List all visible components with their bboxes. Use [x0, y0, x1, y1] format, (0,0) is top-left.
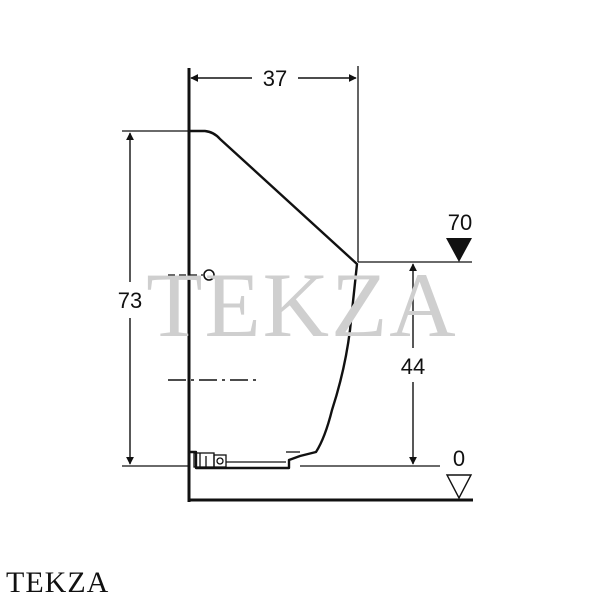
water-inlet	[168, 269, 215, 281]
level-marker-floor: 0	[445, 446, 473, 500]
level-marker-rim: 70	[446, 210, 472, 262]
height-value: 73	[118, 288, 142, 313]
width-value: 37	[263, 66, 287, 91]
rim-height-value: 44	[401, 354, 425, 379]
outline-triangle-icon	[445, 474, 473, 500]
filled-triangle-icon	[446, 238, 472, 262]
dimension-rim-height: 44	[300, 261, 472, 467]
waste-fitting	[193, 451, 300, 468]
watermark-text: TEKZA	[146, 254, 457, 356]
urinal-outline	[189, 129, 359, 470]
brand-logo-text: TEKZA	[6, 566, 110, 599]
level-floor-value: 0	[453, 446, 465, 471]
dimension-width: 37	[190, 66, 359, 262]
level-rim-value: 70	[448, 210, 472, 235]
dimension-height: 73	[118, 130, 189, 467]
